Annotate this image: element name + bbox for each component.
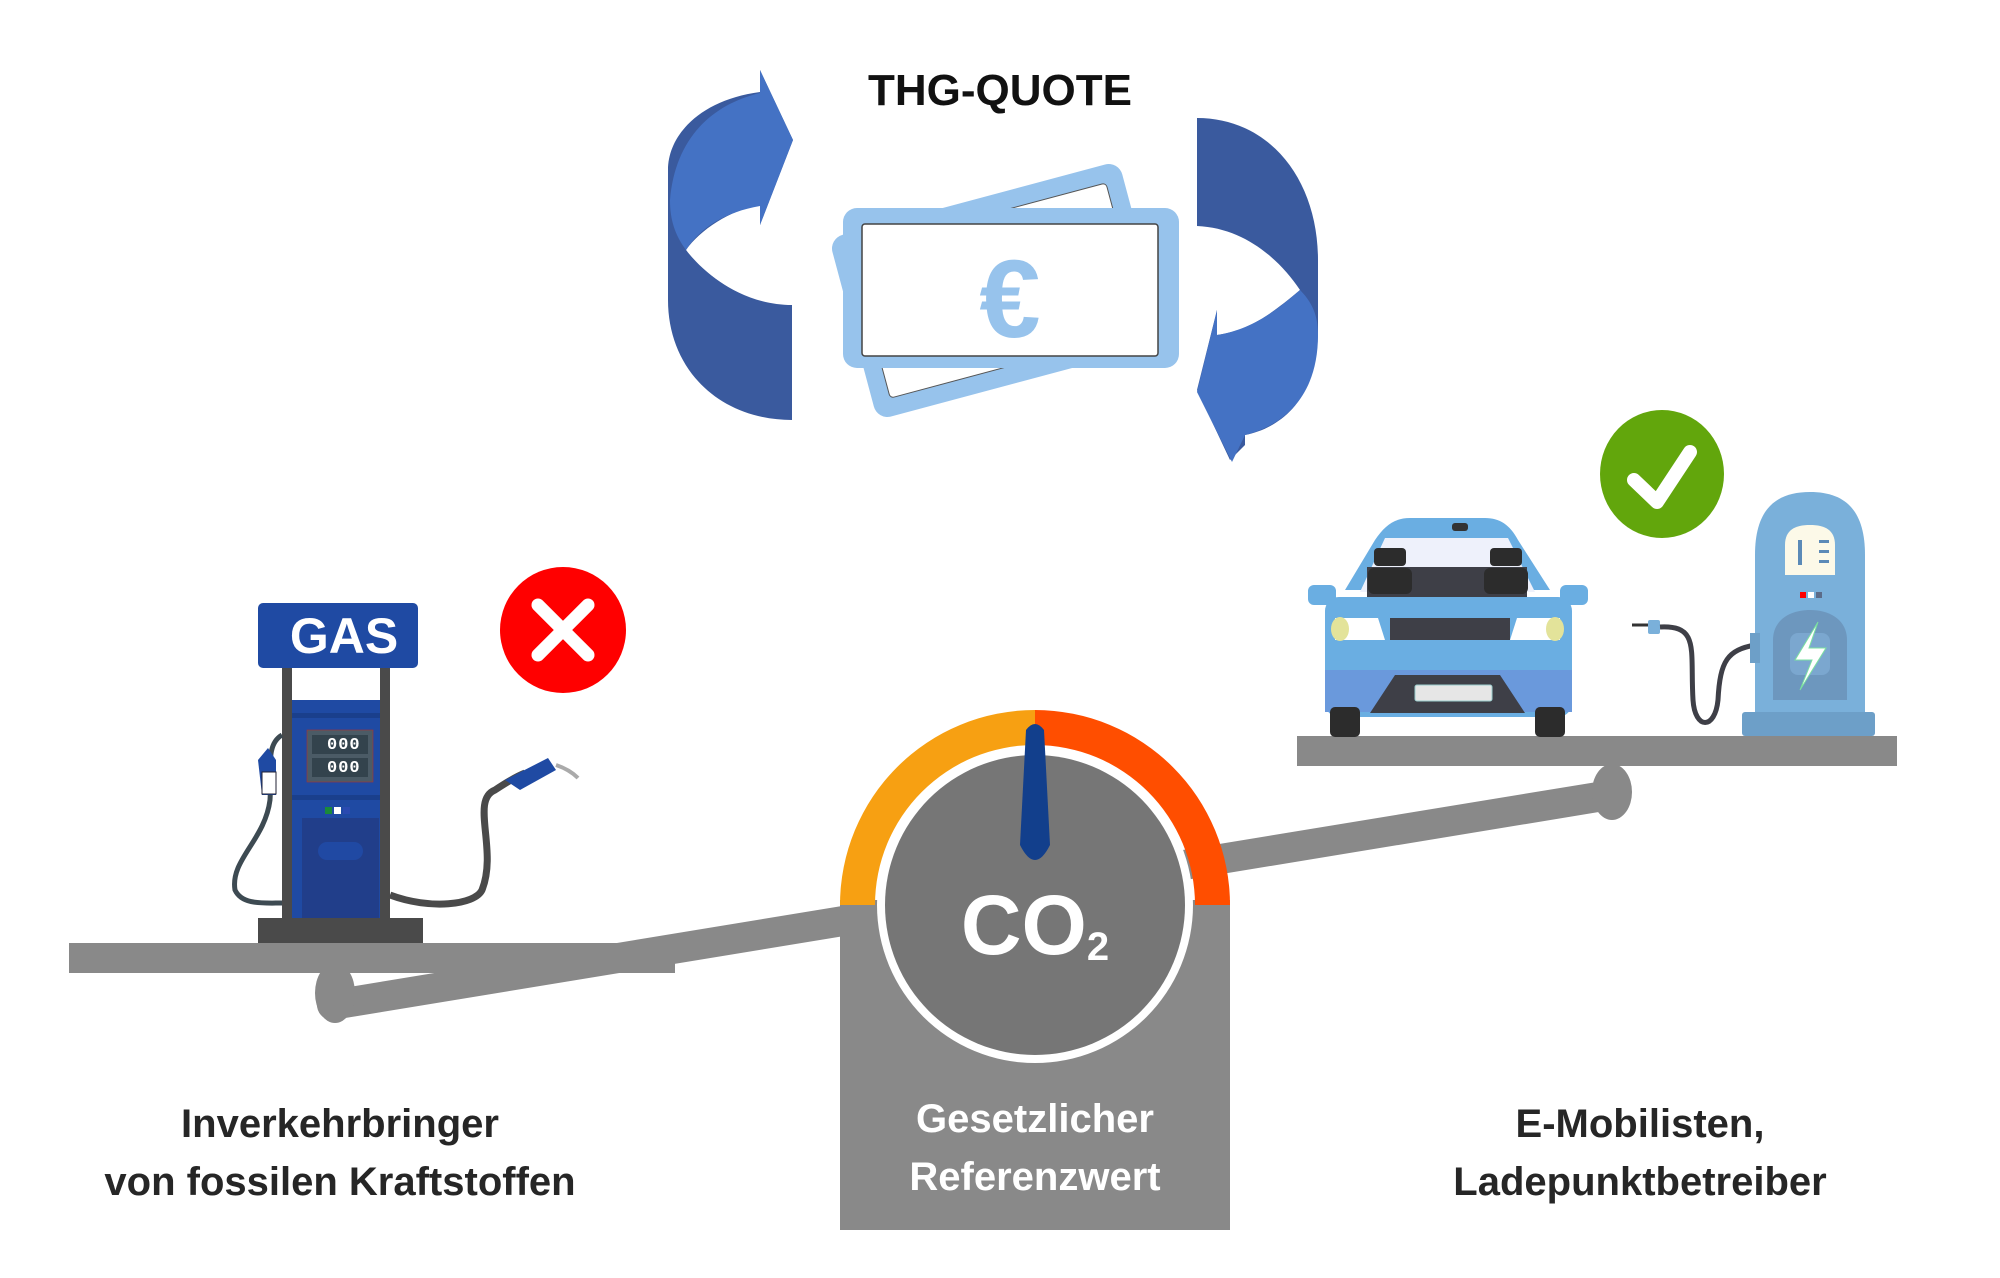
co2-subscript: 2 <box>1086 925 1110 969</box>
left-arrow-head <box>670 70 793 250</box>
gas-sign <box>258 603 418 668</box>
co2-gauge-icon <box>840 710 1230 1230</box>
page-title: THG-QUOTE <box>868 66 1132 115</box>
label-e-mobility: E-Mobilisten, Ladepunktbetreiber <box>1390 1095 1890 1211</box>
label-fossil-line-1: Inverkehrbringer <box>181 1102 499 1146</box>
electric-car-icon <box>1308 518 1588 737</box>
co2-text: CO <box>960 878 1087 972</box>
label-reference-line-1: Gesetzlicher <box>916 1097 1154 1141</box>
label-reference-line-2: Referenzwert <box>909 1155 1161 1199</box>
gauge-needle <box>1020 724 1050 860</box>
euro-banknote-icon <box>831 164 1179 417</box>
right-platform <box>1297 736 1897 766</box>
red-cross-icon <box>500 567 626 693</box>
label-emobility-line-2: Ladepunktbetreiber <box>1453 1160 1827 1204</box>
gas-pump-icon <box>232 603 580 943</box>
gas-sign-text: GAS <box>289 608 399 664</box>
right-arrow-head <box>1197 290 1318 462</box>
label-fossil-suppliers: Inverkehrbringer von fossilen Kraftstoff… <box>60 1095 620 1211</box>
gauge-dial <box>885 755 1185 1055</box>
gauge-arc-red <box>1035 710 1230 905</box>
euro-symbol: € <box>979 238 1041 361</box>
green-check-icon <box>1600 410 1724 538</box>
gauge-arc-orange <box>840 710 1035 905</box>
charging-station-icon <box>1632 492 1875 736</box>
right-pivot <box>1592 764 1632 820</box>
label-fossil-line-2: von fossilen Kraftstoffen <box>104 1160 576 1204</box>
label-legal-reference: Gesetzlicher Referenzwert <box>842 1090 1228 1206</box>
pump-display-row-1: 000 <box>327 736 361 755</box>
left-platform <box>69 943 675 973</box>
pump-display-row-2: 000 <box>327 759 361 778</box>
exchange-arrows-icon <box>668 70 1318 462</box>
label-emobility-line-1: E-Mobilisten, <box>1515 1102 1765 1146</box>
co2-label: CO2 <box>935 875 1135 991</box>
left-pivot <box>315 963 355 1023</box>
